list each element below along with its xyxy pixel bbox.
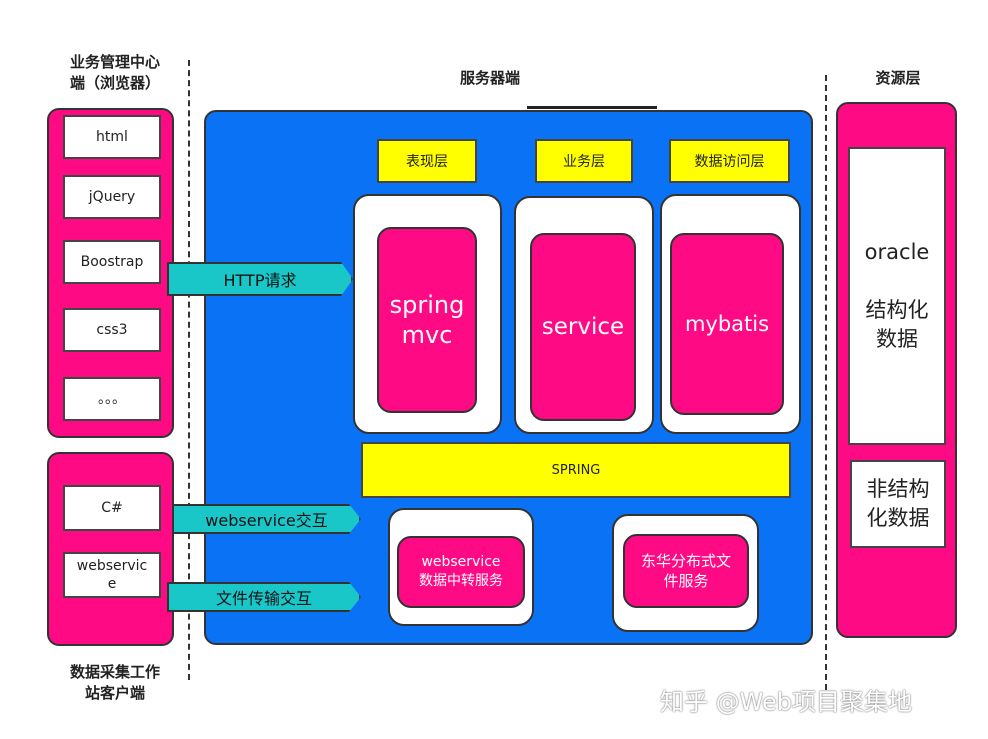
- mybatis-module: mybatis: [670, 233, 784, 415]
- spring-bar: SPRING: [361, 442, 791, 498]
- collector-item-csharp: C#: [63, 485, 161, 531]
- structured-data-store: oracle 结构化 数据: [848, 147, 946, 445]
- browser-item-html: html: [63, 115, 161, 159]
- browser-item-ellipsis: 。。。: [63, 377, 161, 421]
- browser-item-css3: css3: [63, 308, 161, 352]
- browser-item-bootstrap: Boostrap: [63, 240, 161, 284]
- service-module: service: [530, 233, 636, 421]
- webservice-exchange-arrow: webservice交互: [172, 504, 361, 534]
- webservice-relay-service: webservice 数据中转服务: [397, 536, 525, 608]
- presentation-layer-label: 表现层: [377, 139, 477, 183]
- browser-item-jquery: jQuery: [63, 175, 161, 219]
- client-header: 业务管理中心 端（浏览器）: [69, 53, 160, 92]
- springmvc-module: spring mvc: [377, 227, 477, 413]
- watermark: 知乎 @Web项目聚集地: [660, 688, 912, 716]
- server-header: 服务器端: [459, 69, 520, 87]
- left-divider: [188, 60, 190, 680]
- file-transfer-arrow: 文件传输交互: [167, 582, 361, 612]
- collector-panel: [47, 452, 174, 646]
- collector-item-webservice: webservic e: [63, 552, 161, 598]
- collector-header: 数据采集工作 站客户端: [69, 663, 160, 702]
- business-layer-label: 业务层: [535, 139, 633, 183]
- data-access-layer-label: 数据访问层: [669, 139, 790, 183]
- resource-header: 资源层: [875, 69, 921, 87]
- right-divider: [825, 75, 827, 690]
- server-top-line: [527, 106, 657, 109]
- distributed-file-service: 东华分布式文 件服务: [623, 534, 749, 608]
- http-request-arrow: HTTP请求: [167, 262, 353, 296]
- unstructured-data-store: 非结构 化数据: [850, 460, 946, 548]
